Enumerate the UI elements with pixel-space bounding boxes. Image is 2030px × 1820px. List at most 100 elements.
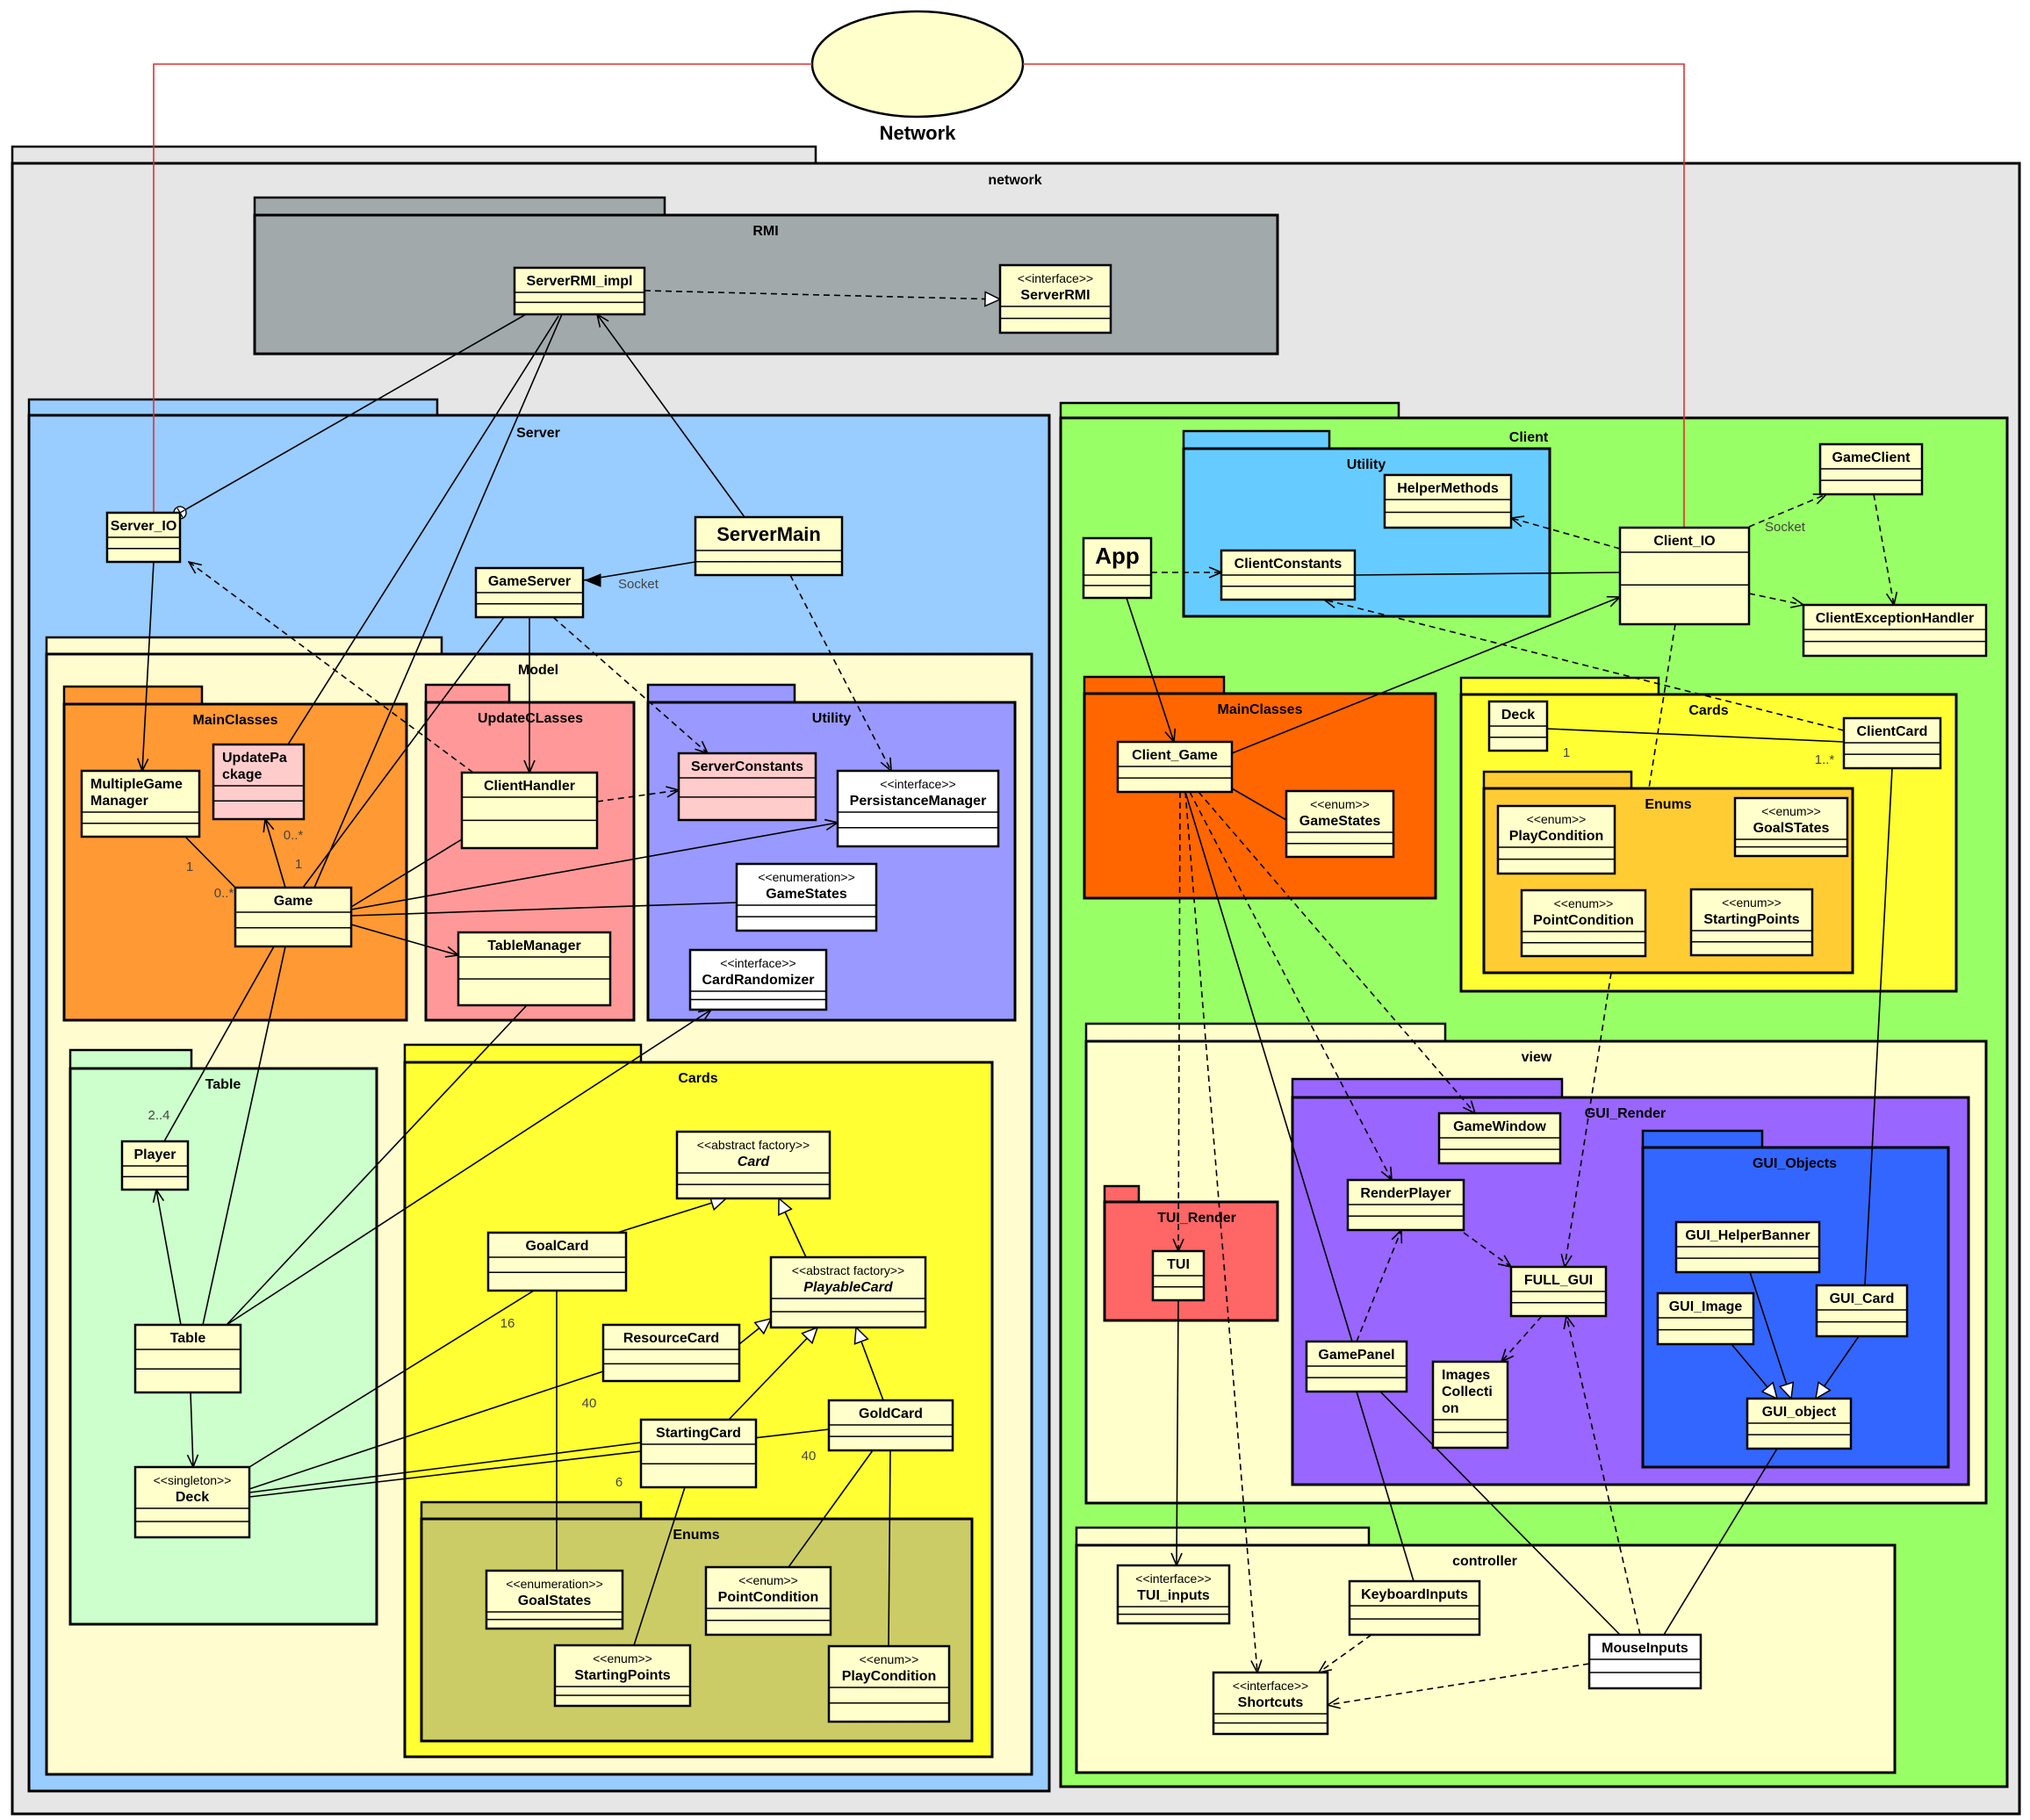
relation-gold-to-playable [856, 1327, 884, 1401]
package-label: UpdateCLasses [478, 711, 583, 726]
package-label: Server [516, 426, 560, 441]
relation-clientio-to-clientconstants [1354, 572, 1621, 576]
class-name: Deck [176, 1490, 209, 1505]
relation-mouse-to-guiobject [1664, 1448, 1778, 1635]
class-shortcuts: <<interface>>Shortcuts [1212, 1671, 1329, 1736]
package-tab [1641, 1129, 1764, 1149]
class-mouse-inputs: MouseInputs [1587, 1633, 1702, 1690]
class-name: FULL_GUI [1524, 1273, 1593, 1288]
class-name: PlayCondition [1509, 829, 1604, 844]
relation-game-to-table [202, 946, 286, 1326]
edge-label-m-players: 2..4 [148, 1108, 169, 1123]
class-server-constants: ServerConstants [677, 752, 817, 822]
class-name: GameServer [488, 574, 571, 589]
class-box [1348, 1579, 1481, 1637]
class-keyboard-inputs: KeyboardInputs [1348, 1579, 1481, 1637]
network-node: Network [810, 10, 1025, 144]
package-label: RMI [752, 224, 778, 239]
edge-label-m-goal16: 16 [500, 1316, 515, 1331]
package-model-mainclasses: MainClasses [62, 685, 408, 1022]
class-client-handler: ClientHandler [460, 771, 599, 850]
relation-servermain-to-rmi-impl [597, 314, 745, 518]
class-card: <<abstract factory>> Card [675, 1130, 831, 1200]
class-server-io: Server_IO [105, 511, 182, 564]
edge-label-m-deck-many: 1..* [1815, 752, 1835, 767]
class-name: GUI_Image [1669, 1299, 1743, 1314]
edge-label-m-update-one: 1 [295, 857, 302, 872]
class-name: Card [738, 1155, 771, 1169]
relation-game-to-tablemanager [350, 924, 458, 955]
class-name: HelperMethods [1397, 481, 1499, 496]
package-tab [1459, 676, 1660, 696]
class-game-states-model: <<enumeration>>GameStates [735, 862, 878, 932]
class-box [639, 1418, 758, 1489]
class-box [1815, 1284, 1909, 1338]
edge-label-m-update-many: 0..* [284, 828, 304, 843]
relation-gamepanel-to-renderplayer [1356, 1230, 1401, 1342]
class-name: ServerMain [716, 523, 821, 545]
relation-rmi-impl-to-server-io [173, 313, 527, 520]
relation-mouse-to-fullgui [1566, 1316, 1641, 1636]
class-server-rmi: <<interface>>ServerRMI [998, 263, 1112, 335]
class-stereotype: <<interface>> [1135, 1572, 1211, 1586]
class-box [769, 1255, 927, 1329]
relation-clientcard-to-clientconstants [1324, 600, 1845, 731]
class-box [1431, 1360, 1509, 1450]
relation-keyboard-to-shortcuts [1319, 1634, 1372, 1673]
class-name: GamePanel [1318, 1348, 1394, 1363]
package-label: Utility [812, 711, 852, 726]
package-rmi: RMI [253, 196, 1279, 356]
class-name: ClientHandler [484, 779, 575, 794]
class-name: TUI_inputs [1137, 1588, 1210, 1603]
class-box [601, 1323, 741, 1383]
class-box [735, 862, 878, 932]
class-box [1587, 1633, 1702, 1690]
relation-gameserver-to-servconst [552, 616, 708, 753]
relation-servermain-to-gameserver [582, 561, 696, 581]
class-stereotype: <<enum>> [860, 1652, 919, 1666]
class-game-window: GameWindow [1437, 1111, 1562, 1165]
relation-playable-to-card [779, 1198, 807, 1258]
class-box [1802, 603, 1988, 658]
class-stereotype: <<abstract factory>> [697, 1138, 810, 1152]
relation-table-to-player [156, 1190, 182, 1326]
class-starting-card: StartingCard [639, 1418, 758, 1489]
relation-servermain-to-persistance [789, 574, 891, 771]
class-full-gui: FULL_GUI [1509, 1265, 1608, 1318]
class-server-rmi-impl: ServerRMI_impl [513, 266, 646, 316]
relation-update-to-rmi-impl [287, 315, 559, 745]
class-box [460, 771, 599, 850]
relation-resource-to-playable [738, 1319, 771, 1345]
class-box [836, 769, 1000, 848]
package-tab [424, 683, 511, 704]
relation-table-to-cardrandomizer [226, 1010, 711, 1326]
class-gui-helper-banner: GUI_HelperBanner [1674, 1220, 1821, 1274]
class-name: GameClient [1832, 450, 1911, 465]
class-game: Game [234, 886, 353, 948]
class-name: MouseInputs [1602, 1641, 1688, 1656]
class-box [1082, 536, 1153, 600]
package-tab [45, 636, 443, 656]
package-label: MainClasses [193, 713, 278, 728]
class-stereotype: <<abstract factory>> [792, 1263, 904, 1277]
package-tab [1075, 1526, 1371, 1547]
package-label: Enums [1645, 797, 1691, 812]
relation-resource-to-deck [249, 1370, 604, 1489]
class-client-exception-handler: ClientExceptionHandler [1802, 603, 1988, 658]
class-stereotype: <<enum>> [1761, 804, 1821, 818]
edge-label-m-many-game: 0..* [214, 886, 234, 901]
class-table: Table [133, 1323, 242, 1394]
class-render-player: RenderPlayer [1346, 1178, 1465, 1232]
class-name: StartingPoints [574, 1668, 670, 1683]
relation-clienthandler-to-server-io [189, 562, 474, 773]
class-player: Player [120, 1140, 190, 1191]
class-name: App [1095, 543, 1140, 569]
relation-goalcard-to-deck [249, 1290, 535, 1467]
class-name: Shortcuts [1238, 1695, 1304, 1710]
class-gui-card: GUI_Card [1815, 1284, 1909, 1338]
relation-app-to-clientgame [1126, 597, 1174, 742]
class-name: Client_Game [1132, 748, 1218, 763]
relation-red-link-server [153, 63, 812, 513]
relation-clientgame-to-clientio [1231, 597, 1620, 754]
